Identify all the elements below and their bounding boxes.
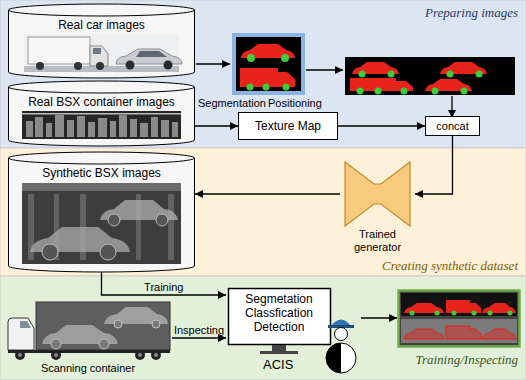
band-title: Training/Inspecting bbox=[415, 352, 518, 367]
band-title: Preparing images bbox=[425, 5, 518, 20]
edge-label-anchor: Inspecting bbox=[174, 324, 224, 336]
positioning-image-part bbox=[461, 88, 468, 95]
database-cylinder-outline bbox=[8, 4, 195, 78]
positioning-image-part bbox=[359, 71, 366, 78]
positioning-image-part bbox=[447, 71, 454, 78]
positioning-image-part bbox=[375, 88, 382, 95]
flow-arrow-part bbox=[451, 96, 452, 118]
node-text: Real car images bbox=[8, 18, 195, 32]
database-cylinder: Real car images bbox=[8, 4, 195, 78]
edge-label-anchor: Training bbox=[144, 281, 183, 293]
database-cylinder: Real BSX container images bbox=[8, 81, 195, 146]
step-label-anchor: Positioning bbox=[268, 97, 322, 109]
database-cylinder-outline bbox=[8, 81, 195, 146]
cylinder-body bbox=[9, 81, 195, 146]
segmentation-image-part bbox=[247, 54, 255, 62]
step-label-anchor: Segmentation bbox=[198, 97, 266, 109]
node-illustration bbox=[24, 34, 182, 72]
node-text: Segmetation Classfication Detection bbox=[229, 292, 329, 334]
flow-arrow bbox=[196, 64, 452, 318]
result-images-part bbox=[452, 311, 457, 316]
positioning-image-part bbox=[345, 57, 515, 95]
positioning-image-part bbox=[476, 71, 483, 78]
flow-arrow bbox=[172, 337, 226, 338]
result-images-part bbox=[401, 293, 517, 316]
flow-arrow-part bbox=[306, 69, 343, 70]
node-text: ACIS bbox=[263, 357, 293, 372]
flow-arrow bbox=[195, 193, 340, 194]
cylinder-rim bbox=[9, 87, 195, 93]
result-images-part bbox=[410, 311, 415, 316]
flow-arrow bbox=[195, 125, 238, 126]
positioning-image-part bbox=[432, 88, 439, 95]
node-illustration bbox=[8, 302, 170, 360]
node-text: concat bbox=[436, 119, 468, 133]
database-cylinder: Synthetic BSX images bbox=[8, 152, 195, 272]
cylinder-body bbox=[9, 152, 195, 272]
result-images-part bbox=[399, 291, 520, 347]
segmentation-image-part bbox=[236, 37, 301, 91]
node-text: Texture Map bbox=[255, 119, 321, 133]
result-images-part bbox=[472, 311, 477, 316]
result-images bbox=[399, 291, 520, 347]
node-text: Synthetic BSX images bbox=[8, 166, 195, 180]
segmentation-image-part bbox=[283, 84, 290, 91]
result-images-part bbox=[508, 311, 513, 316]
flow-arrow bbox=[415, 136, 453, 194]
segmentation-image-part bbox=[232, 33, 305, 95]
flow-arrow bbox=[102, 272, 227, 295]
node-text: Real BSX container images bbox=[8, 95, 195, 109]
positioning-image-part bbox=[357, 88, 364, 95]
result-images-part bbox=[446, 300, 481, 313]
flow-arrow-part bbox=[361, 317, 397, 318]
workstation-node: Segmetation Classfication DetectionACIS bbox=[226, 286, 360, 376]
stage-band: Preparing imagesReal car imagesReal BSX … bbox=[0, 0, 526, 148]
node-illustration bbox=[229, 289, 357, 374]
cylinder-rim bbox=[9, 158, 195, 164]
generator-bowtie bbox=[345, 162, 410, 226]
step-label: Positioning bbox=[268, 97, 322, 109]
stage-band: Training/InspectingScanning container Seg… bbox=[0, 276, 526, 380]
node-illustration bbox=[22, 183, 181, 264]
band-ground bbox=[0, 148, 526, 276]
result-images-part bbox=[404, 329, 444, 339]
positioning-image bbox=[345, 57, 515, 95]
edge-label: Inspecting bbox=[174, 324, 224, 336]
flow-arrow-part bbox=[196, 63, 230, 64]
positioning-image-part bbox=[401, 88, 408, 95]
node-illustration bbox=[22, 111, 181, 139]
process-box: Texture Map bbox=[238, 112, 338, 140]
result-images-part bbox=[482, 329, 516, 339]
segmentation-image bbox=[232, 33, 305, 95]
result-images-part bbox=[401, 319, 517, 343]
edge-label: Training bbox=[144, 281, 183, 293]
segmentation-image-part bbox=[247, 84, 254, 91]
stage-band: Creating synthetic dataset Synthetic BSX … bbox=[0, 148, 526, 276]
result-images-part bbox=[446, 326, 481, 339]
node-text: Trained generator bbox=[346, 228, 410, 254]
generator-shape: Trained generator bbox=[340, 162, 415, 264]
band-ground bbox=[0, 276, 526, 380]
process-box: concat bbox=[425, 116, 480, 136]
result-images-part bbox=[488, 311, 493, 316]
result-images-part bbox=[435, 311, 440, 316]
band-ground bbox=[0, 0, 526, 148]
truck-node: Scanning container bbox=[4, 300, 172, 378]
segmentation-image-part bbox=[281, 54, 289, 62]
node-text: Scanning container bbox=[4, 362, 172, 375]
cylinder-body bbox=[9, 4, 195, 78]
segmentation-image-part bbox=[263, 84, 270, 91]
positioning-image-part bbox=[388, 71, 395, 78]
step-label: Segmentation bbox=[198, 97, 266, 109]
band-title: Creating synthetic dataset bbox=[382, 258, 518, 273]
flow-arrow bbox=[338, 125, 425, 126]
cylinder-rim bbox=[9, 10, 195, 16]
